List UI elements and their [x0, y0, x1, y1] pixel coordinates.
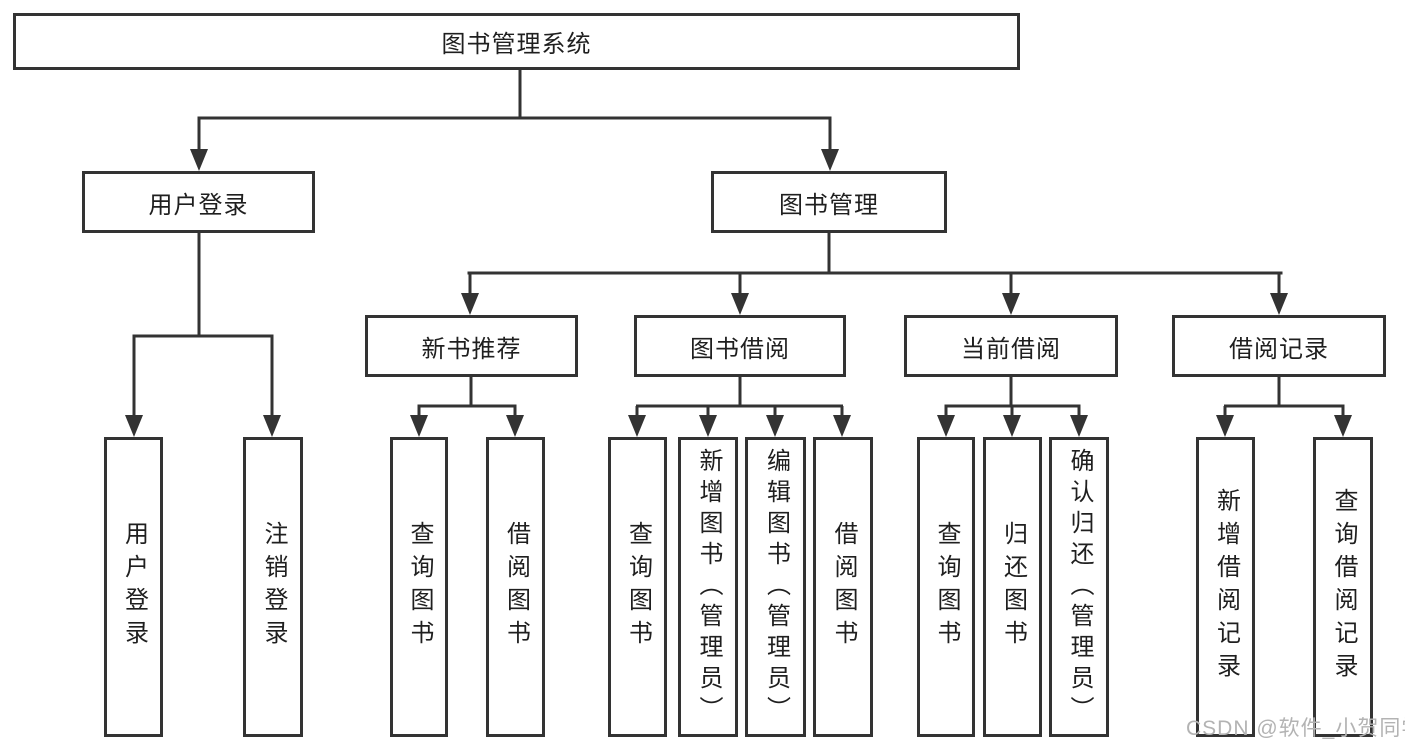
node-label: 确认归还（管理员）	[1066, 447, 1093, 727]
node-new-book-recommend: 新书推荐	[365, 315, 578, 377]
node-leaf-borrow-book: 借阅图书	[813, 437, 873, 737]
node-label: 借阅图书	[830, 521, 857, 653]
node-label: 注销登录	[260, 521, 287, 653]
node-label: 查询图书	[406, 521, 433, 653]
node-label: 归还图书	[999, 521, 1027, 653]
node-label: 查询图书	[933, 521, 960, 653]
node-label: 新增借阅记录	[1212, 488, 1240, 686]
node-leaf-borrow-query-book: 查询图书	[608, 437, 667, 737]
csdn-watermark: CSDN @软件_小贺同学	[1186, 717, 1405, 740]
node-library-system: 图书管理系统	[13, 13, 1020, 70]
node-label: 查询图书	[624, 521, 652, 653]
node-label: 图书借阅	[690, 335, 790, 363]
node-borrow-record: 借阅记录	[1172, 315, 1386, 377]
node-label: 查询借阅记录	[1330, 488, 1357, 686]
node-leaf-current-query-book: 查询图书	[917, 437, 975, 737]
node-leaf-logout: 注销登录	[243, 437, 303, 737]
node-label: 新书推荐	[421, 335, 522, 363]
node-label: 新增图书（管理员）	[695, 447, 722, 727]
node-leaf-add-book-admin: 新增图书（管理员）	[678, 437, 738, 737]
node-book-borrow: 图书借阅	[634, 315, 846, 377]
node-leaf-query-borrow-record: 查询借阅记录	[1313, 437, 1373, 737]
node-leaf-return-book: 归还图书	[983, 437, 1042, 737]
node-label: 借阅记录	[1229, 335, 1329, 363]
node-book-management: 图书管理	[711, 171, 947, 233]
node-user-login: 用户登录	[82, 171, 315, 233]
node-leaf-confirm-return-admin: 确认归还（管理员）	[1049, 437, 1109, 737]
arrowhead-icons	[125, 149, 1352, 437]
node-leaf-edit-book-admin: 编辑图书（管理员）	[745, 437, 806, 737]
node-current-borrow: 当前借阅	[904, 315, 1118, 377]
node-leaf-user-login: 用户登录	[104, 437, 163, 737]
node-label: 当前借阅	[961, 335, 1061, 363]
node-leaf-recommend-borrow-book: 借阅图书	[486, 437, 545, 737]
node-label: 图书管理系统	[441, 31, 592, 58]
node-label: 图书管理	[779, 191, 879, 219]
node-label: 借阅图书	[502, 521, 530, 653]
node-label: 编辑图书（管理员）	[762, 447, 790, 727]
node-label: 用户登录	[120, 521, 148, 653]
node-leaf-recommend-query-book: 查询图书	[390, 437, 448, 737]
node-label: 用户登录	[148, 191, 249, 219]
node-leaf-add-borrow-record: 新增借阅记录	[1196, 437, 1255, 737]
